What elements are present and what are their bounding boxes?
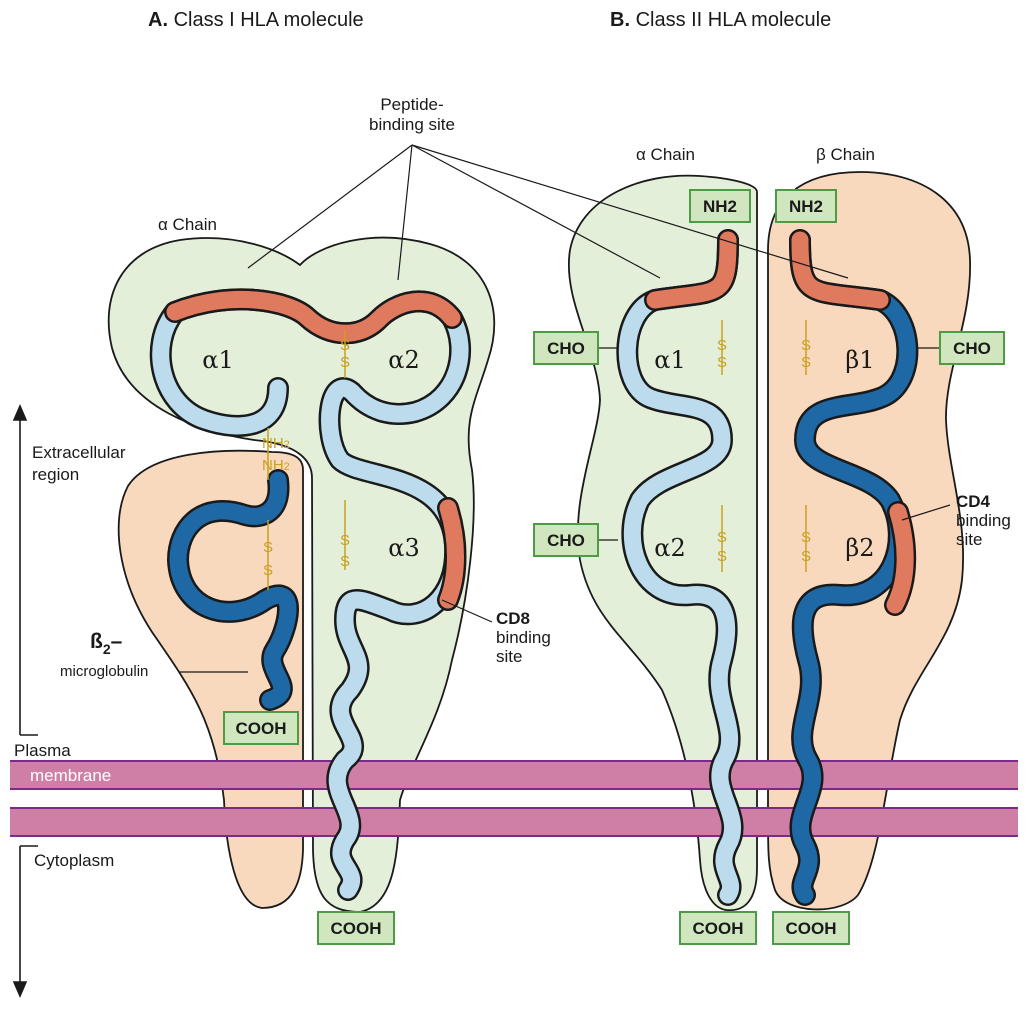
svg-text:S: S <box>717 529 727 546</box>
svg-text:COOH: COOH <box>693 919 744 938</box>
peptide-label-line1: Peptide- <box>380 95 443 114</box>
svg-text:S: S <box>717 548 727 565</box>
svg-text:S: S <box>340 354 350 371</box>
box-nh2-alpha-ii: NH2 <box>690 190 750 222</box>
domain-a2: α2 <box>388 346 419 374</box>
cd8-label: CD8 <box>496 609 530 628</box>
b2m-label: ß2– <box>90 630 123 657</box>
title-class-i: A. Class I HLA molecule <box>148 9 364 31</box>
box-cooh-alpha-i: COOH <box>318 912 394 944</box>
domain-ii-a1: α1 <box>654 346 685 374</box>
extracellular-label-2: region <box>32 465 79 484</box>
cytoplasm-label: Cytoplasm <box>34 851 114 870</box>
b2m-name-label: microglobulin <box>60 663 148 680</box>
svg-text:S: S <box>801 529 811 546</box>
svg-text:S: S <box>340 532 350 549</box>
box-cooh-beta-ii: COOH <box>773 912 849 944</box>
svg-text:COOH: COOH <box>331 919 382 938</box>
svg-text:NH2: NH2 <box>703 197 737 216</box>
svg-text:S: S <box>340 553 350 570</box>
domain-b2: β2 <box>845 534 874 562</box>
box-cho-alpha2: CHO <box>534 524 598 556</box>
box-cooh-alpha-ii: COOH <box>680 912 756 944</box>
alpha-chain-class-i-label: α Chain <box>158 215 217 234</box>
domain-a3: α3 <box>388 534 419 562</box>
svg-text:COOH: COOH <box>236 719 287 738</box>
svg-text:S: S <box>717 337 727 354</box>
svg-text:S: S <box>801 354 811 371</box>
box-nh2-beta-ii: NH2 <box>776 190 836 222</box>
cd8-site-label: site <box>496 647 522 666</box>
peptide-label-line2: binding site <box>369 115 455 134</box>
cd4-site-label: site <box>956 530 982 549</box>
domain-a1: α1 <box>202 346 233 374</box>
svg-text:S: S <box>263 539 273 556</box>
svg-text:S: S <box>717 354 727 371</box>
extracellular-label-1: Extracellular <box>32 443 126 462</box>
svg-text:CHO: CHO <box>953 339 991 358</box>
box-cho-alpha1: CHO <box>534 332 598 364</box>
domain-ii-a2: α2 <box>654 534 685 562</box>
svg-text:CHO: CHO <box>547 339 585 358</box>
box-cooh-b2m: COOH <box>224 712 298 744</box>
svg-text:S: S <box>801 548 811 565</box>
svg-text:COOH: COOH <box>786 919 837 938</box>
cd4-binding-label: binding <box>956 511 1011 530</box>
title-class-ii: B. Class II HLA molecule <box>610 9 831 31</box>
svg-text:CHO: CHO <box>547 531 585 550</box>
membrane-label: membrane <box>30 766 111 785</box>
box-cho-beta1: CHO <box>940 332 1004 364</box>
alpha-chain-class-ii-label: α Chain <box>636 145 695 164</box>
svg-text:S: S <box>340 337 350 354</box>
plasma-label: Plasma <box>14 741 71 760</box>
cd8-binding-label: binding <box>496 628 551 647</box>
svg-text:NH2: NH2 <box>789 197 823 216</box>
svg-text:S: S <box>801 337 811 354</box>
domain-b1: β1 <box>845 346 874 374</box>
cd4-label: CD4 <box>956 492 991 511</box>
beta-chain-class-ii-label: β Chain <box>816 145 875 164</box>
svg-text:S: S <box>263 562 273 579</box>
